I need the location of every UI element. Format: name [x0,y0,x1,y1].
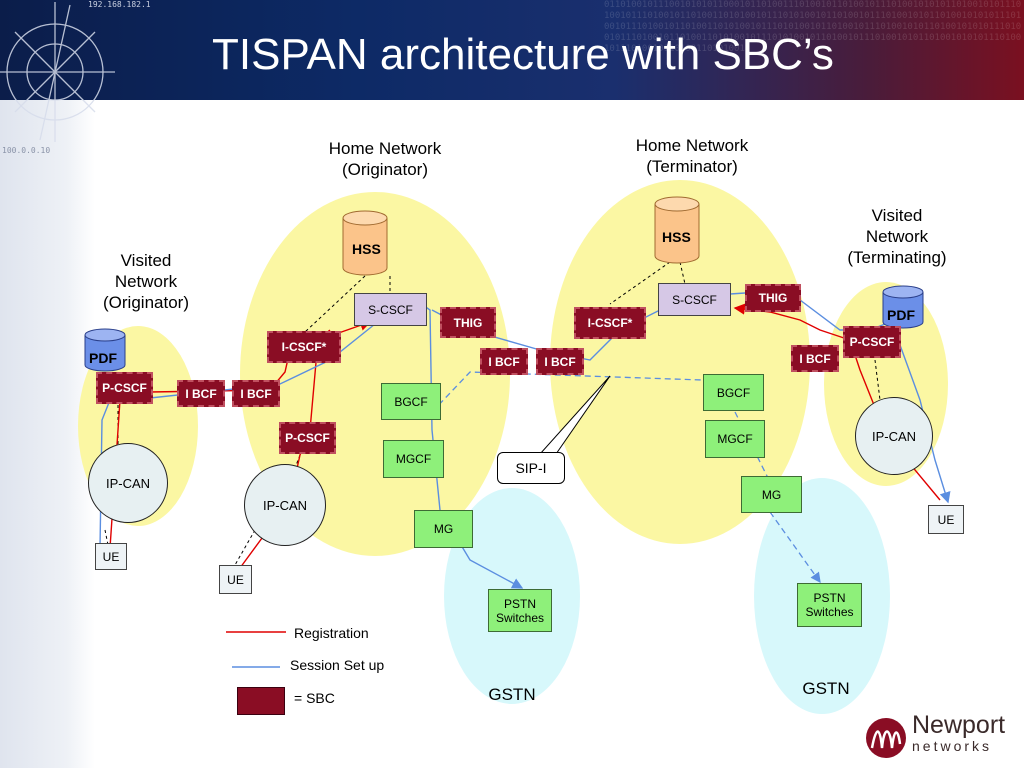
header-binary-pattern: 0110100101110010101011000101101001110100… [604,0,1022,54]
hss-label-terminator: HSS [662,229,691,245]
legend-sbc-swatch [237,687,285,715]
legend-sbc-label: = SBC [294,690,335,706]
pdf-label-originator: PDF [89,350,117,366]
newport-logo-icon [866,718,906,758]
ibcf-visited-terminating: I BCF [791,345,839,372]
mgcf-terminator: MGCF [705,420,765,458]
bgcf-terminator: BGCF [703,374,764,411]
s-cscf-terminator: S-CSCF [658,283,731,316]
i-cscf-terminator: I-CSCF* [574,307,646,339]
ip-can-home-originator: IP-CAN [244,464,326,546]
home-terminator-network-label: Home Network (Terminator) [617,135,767,177]
home-terminator-line2: (Terminator) [646,157,738,176]
home-originator-network-label: Home Network (Originator) [310,138,460,180]
mgcf-originator: MGCF [383,440,444,478]
pstn-right-line2: Switches [805,605,854,619]
ip-address-label-side: 100.0.0.10 [2,146,51,155]
hss-database-terminator [654,196,700,264]
sip-i-callout: SIP-I [497,452,565,484]
pstn-left-line1: PSTN [503,596,536,611]
pstn-switches-left: PSTN Switches [488,589,552,632]
home-originator-line1: Home Network [328,139,442,158]
ip-can-visited-terminating: IP-CAN [855,397,933,475]
gstn-left-label: GSTN [488,685,536,704]
globe-compass-icon [0,2,115,142]
logo-name: Newport [912,711,1006,739]
ibcf-home-originator: I BCF [480,348,528,375]
pstn-right-line1: PSTN [813,591,846,605]
visited-originator-line1: Visited [120,251,172,270]
hss-label-originator: HSS [352,241,381,257]
visited-originator-network-label: Visited Network (Originator) [96,250,196,313]
gstn-right-label: GSTN [802,679,850,698]
pdf-database-originator [84,328,126,372]
legend-session-label: Session Set up [290,657,385,673]
visited-terminating-line1: Visited [871,206,923,225]
thig-originator: THIG [440,307,496,338]
home-originator-line2: (Originator) [342,160,428,179]
ue-home-originator: UE [219,565,252,594]
p-cscf-visited-terminating: P-CSCF [843,326,901,358]
visited-terminating-line3: (Terminating) [847,248,947,267]
hss-database-originator [342,210,388,276]
ip-address-label: 192.168.182.1 [88,0,151,9]
header-banner: 0110100101110010101011000101101001110100… [0,0,1024,100]
newport-logo: Newport networks [912,712,1005,754]
visited-terminating-network-label: Visited Network (Terminating) [834,205,960,268]
pstn-left-line2: Switches [495,610,545,625]
i-cscf-originator: I-CSCF* [267,331,341,363]
page-title: TISPAN architecture with SBC’s [212,30,834,79]
legend-registration-label: Registration [294,625,369,641]
p-cscf-home-originator: P-CSCF [279,422,336,454]
pstn-switches-right: PSTN Switches [797,583,862,627]
ibcf-home-originator-edge: I BCF [232,380,280,407]
pdf-database-terminating [882,285,924,329]
ue-visited-terminating: UE [928,505,964,534]
mg-originator: MG [414,510,473,548]
ibcf-visited-originator: I BCF [177,380,225,407]
thig-terminator: THIG [745,284,801,312]
ibcf-home-terminator: I BCF [536,348,584,375]
mg-terminator: MG [741,476,802,513]
logo-subtitle: networks [912,738,993,754]
visited-originator-line2: Network [114,272,178,291]
p-cscf-visited-originator: P-CSCF [96,372,153,404]
home-terminator-line1: Home Network [635,136,749,155]
visited-originator-line3: (Originator) [103,293,189,312]
pdf-label-terminating: PDF [887,307,915,323]
ip-can-visited-originator: IP-CAN [88,443,168,523]
visited-terminating-line2: Network [865,227,929,246]
bgcf-originator: BGCF [381,383,441,420]
s-cscf-originator: S-CSCF [354,293,427,326]
ue-visited-originator: UE [95,543,127,570]
